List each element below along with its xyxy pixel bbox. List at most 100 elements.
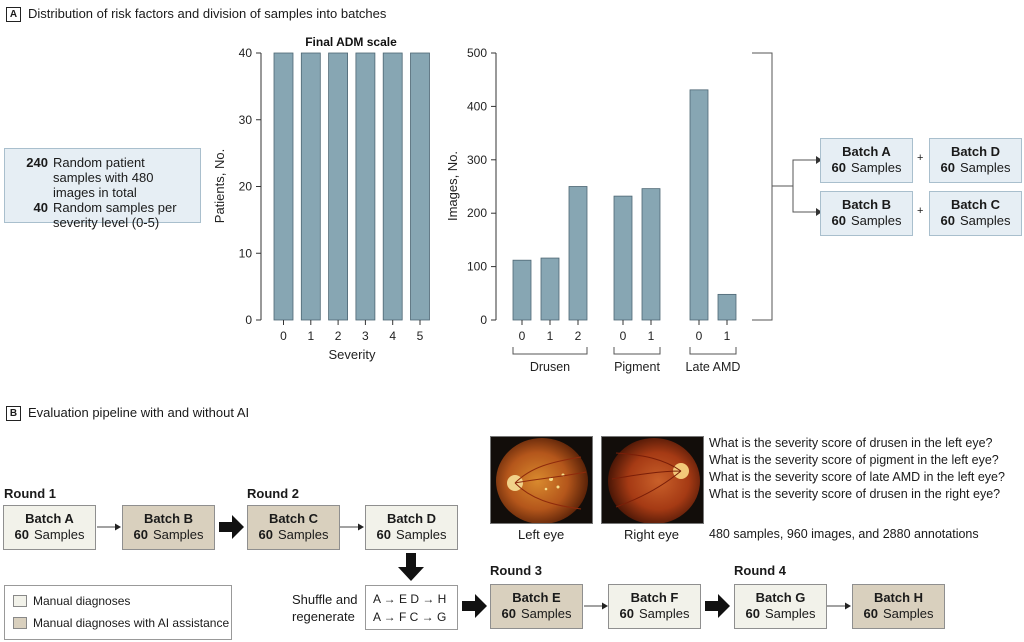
x-tick-label: 2 (335, 329, 342, 343)
y-tick-label: 200 (467, 206, 487, 220)
batch-name: Batch A (25, 511, 74, 526)
group-label: Pigment (614, 360, 660, 374)
info-number: 240 (26, 155, 48, 170)
batch-name: Batch B (841, 197, 892, 212)
legend-label: Manual diagnoses with AI assistance (33, 616, 230, 630)
x-tick-label: 0 (519, 329, 526, 343)
info-row: 40 Random samples per severity level (0-… (11, 200, 194, 230)
right-eye-label: Right eye (624, 527, 679, 542)
legend-item-ai: Manual diagnoses with AI assistance (13, 616, 229, 630)
group-bracket (613, 347, 661, 355)
legend-label: Manual diagnoses (33, 594, 131, 608)
batch-name: Batch G (755, 590, 806, 605)
x-tick-label: 1 (724, 329, 731, 343)
batch-name: Batch D (386, 511, 437, 526)
y-axis-label: Patients, No. (212, 149, 227, 223)
summary-text: 480 samples, 960 images, and 2880 annota… (709, 527, 979, 541)
left-eye-label: Left eye (518, 527, 565, 542)
question-text: What is the severity score of drusen in … (709, 487, 1001, 501)
y-tick-label: 0 (480, 313, 487, 327)
info-number: 40 (33, 200, 48, 215)
x-tick-label: 4 (389, 329, 396, 343)
fundus-left-icon (490, 436, 593, 524)
y-axis-label: Images, No. (445, 151, 460, 221)
shuffle-mapping-box: A → E D → H A → F C → G (365, 585, 458, 630)
round-4-label: Round 4 (734, 563, 786, 578)
info-text: Random samples per severity level (0-5) (53, 200, 177, 230)
info-row: 240 Random patient samples with 480 imag… (11, 155, 194, 200)
x-tick-label: 1 (307, 329, 314, 343)
group-label: Drusen (530, 360, 570, 374)
info-text: Random patient samples with 480 images i… (53, 155, 154, 200)
batch-name: Batch D (950, 144, 1001, 159)
batch-name: Batch F (630, 590, 679, 605)
fundus-right-icon (601, 436, 704, 524)
batch-name: Batch C (950, 197, 1001, 212)
x-tick-label: 5 (417, 329, 424, 343)
batch-name: Batch A (842, 144, 891, 159)
question-text: What is the severity score of drusen in … (709, 436, 993, 450)
sample-info-box: 240 Random patient samples with 480 imag… (4, 148, 201, 230)
legend-swatch (13, 595, 27, 607)
x-tick-label: 1 (648, 329, 655, 343)
panel-b-tag: B (6, 406, 21, 421)
group-bracket (512, 347, 588, 355)
x-tick-label: 0 (696, 329, 703, 343)
x-tick-label: 0 (620, 329, 627, 343)
batch-name: Batch H (873, 590, 924, 605)
legend-swatch (13, 617, 27, 629)
x-tick-label: 3 (362, 329, 369, 343)
y-tick-label: 40 (239, 46, 253, 60)
x-axis-label: Severity (329, 347, 376, 362)
y-tick-label: 100 (467, 260, 487, 274)
x-tick-label: 0 (280, 329, 287, 343)
y-tick-label: 30 (239, 113, 253, 127)
plus-sign: + (917, 152, 924, 164)
shuffle-line: A → E D → H (373, 592, 447, 606)
question-text: What is the severity score of late AMD i… (709, 470, 1005, 484)
chart-title: Final ADM scale (305, 35, 397, 49)
shuffle-line: A → F C → G (373, 610, 447, 624)
round-1-label: Round 1 (4, 486, 56, 501)
x-tick-label: 2 (575, 329, 582, 343)
batch-name: Batch E (512, 590, 561, 605)
question-text: What is the severity score of pigment in… (709, 453, 999, 467)
panel-a-tag: A (6, 7, 21, 22)
panel-a-title: Distribution of risk factors and divisio… (28, 6, 387, 21)
y-tick-label: 20 (239, 180, 253, 194)
legend: Manual diagnoses Manual diagnoses with A… (4, 585, 232, 640)
batch-name: Batch B (143, 511, 194, 526)
batch-connector (752, 52, 822, 321)
y-tick-label: 400 (467, 99, 487, 113)
round-3-label: Round 3 (490, 563, 542, 578)
y-tick-label: 300 (467, 153, 487, 167)
shuffle-label: Shuffle and regenerate (292, 592, 358, 624)
batch-name: Batch C (268, 511, 319, 526)
y-tick-label: 500 (467, 46, 487, 60)
group-bracket (689, 347, 737, 355)
